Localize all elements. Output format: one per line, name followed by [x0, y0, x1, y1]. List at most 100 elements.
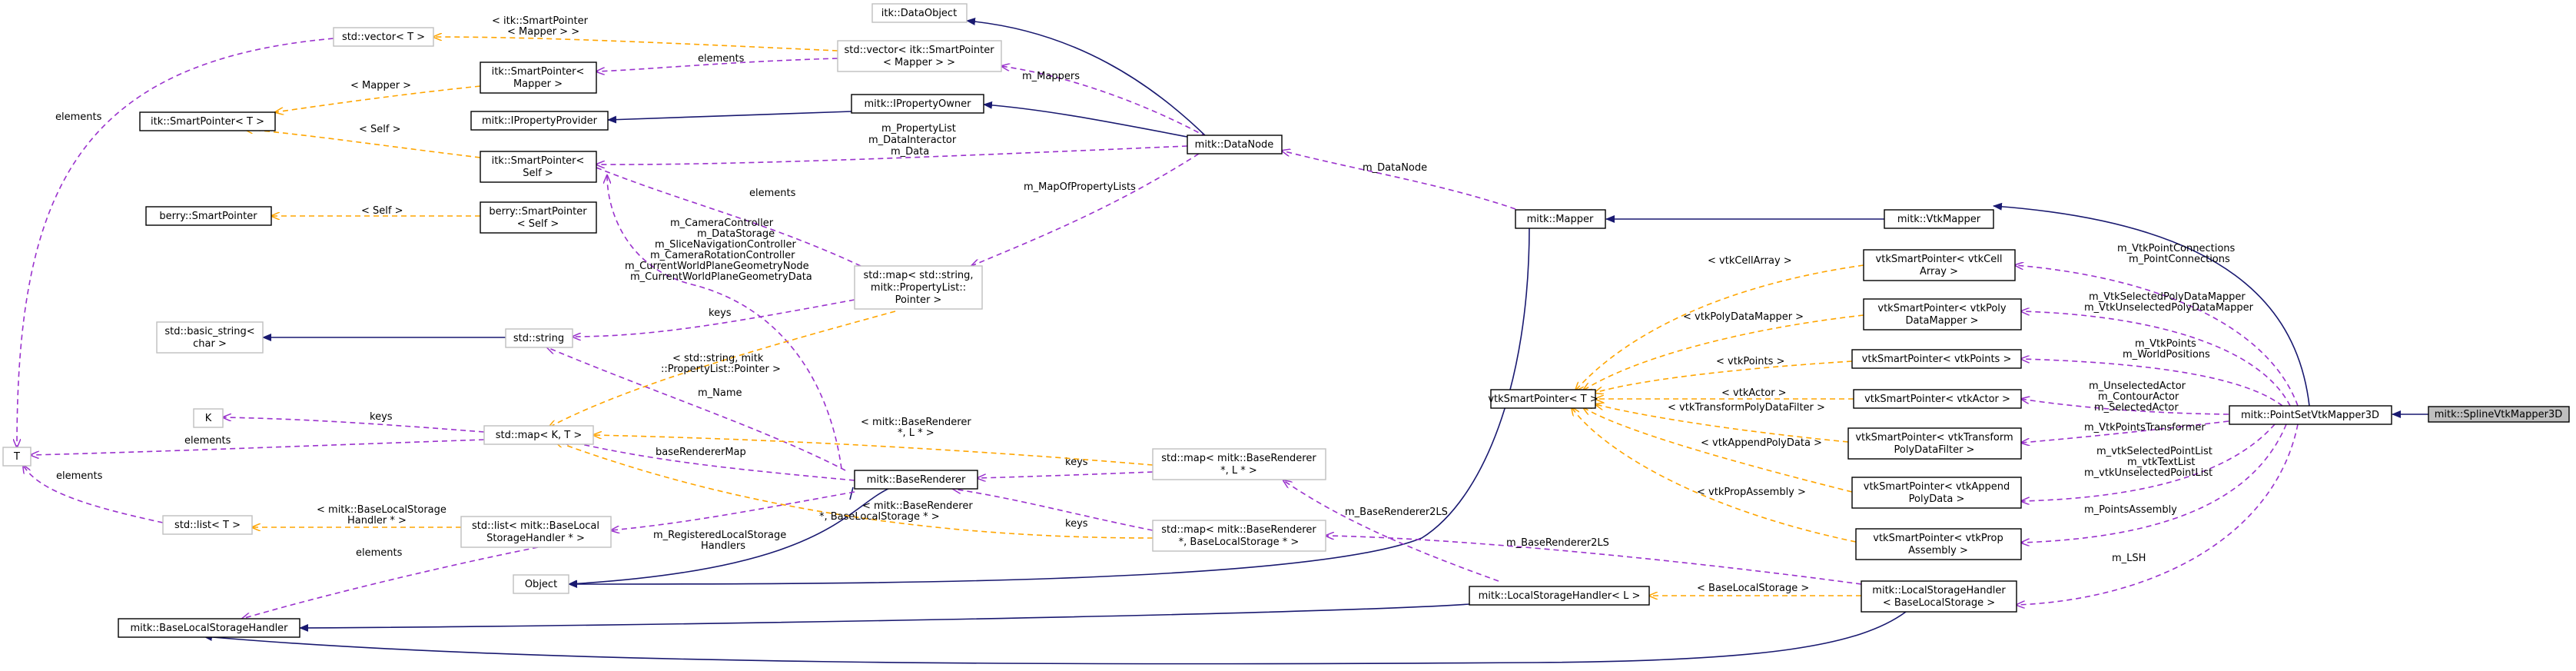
svg-text:mitk::SplineVtkMapper3D: mitk::SplineVtkMapper3D	[2435, 409, 2562, 420]
node-berry-smart-pointer-self[interactable]: berry::SmartPointer < Self >	[480, 201, 597, 234]
node-std-list-base-lsh[interactable]: std::list< mitk::BaseLocal StorageHandle…	[460, 516, 612, 548]
usage-edge-pointset-vtkAppend: m_vtkSelectedPointList m_vtkTextList m_v…	[2021, 424, 2276, 501]
node-itk-smart-pointer-self[interactable]: itk::SmartPointer< Self >	[480, 151, 597, 183]
svg-text:itk::SmartPointer<: itk::SmartPointer<	[492, 66, 585, 78]
node-local-storage-handler-bls[interactable]: mitk::LocalStorageHandler < BaseLocalSto…	[1861, 580, 2017, 613]
edge-label-base-renderer-2ls-2: m_BaseRenderer2LS	[1506, 537, 1609, 549]
svg-text:vtkSmartPointer< vtkProp: vtkSmartPointer< vtkProp	[1873, 533, 2003, 544]
template-edge-mapBRBLS-stdmap: < mitk::BaseRenderer *, BaseLocalStorage…	[555, 441, 1154, 539]
inherit-edge-ipropertyowner-ipropertyprovider	[607, 111, 852, 124]
template-edge-vtkActor-vtkSPT: < vtkActor >	[1595, 387, 1854, 399]
svg-text:std::map< K, T >: std::map< K, T >	[496, 430, 583, 441]
node-i-property-owner[interactable]: mitk::IPropertyOwner	[851, 94, 984, 114]
svg-text:Object: Object	[525, 579, 557, 590]
svg-text:mitk::DataNode: mitk::DataNode	[1195, 139, 1274, 151]
node-base-local-storage-handler[interactable]: mitk::BaseLocalStorageHandler	[118, 618, 300, 638]
template-edge-vtkCellArray-vtkSPT: < vtkCellArray >	[1575, 255, 1864, 390]
node-t[interactable]: T	[2, 447, 32, 467]
node-std-list-t[interactable]: std::list< T >	[162, 515, 253, 535]
node-vtk-sp-points[interactable]: vtkSmartPointer< vtkPoints >	[1851, 349, 2022, 369]
edge-label-m-lsh: m_LSH	[2112, 553, 2146, 564]
inherit-edge-lshBLS-baselsh	[203, 611, 1907, 665]
usage-edge-pointset-vtkTransform: m_VtkPointsTransformer	[2021, 420, 2229, 443]
svg-text:vtkSmartPointer< vtkCell: vtkSmartPointer< vtkCell	[1876, 254, 2003, 265]
node-spline-vtk-mapper-3d[interactable]: mitk::SplineVtkMapper3D	[2428, 406, 2570, 423]
node-point-set-vtk-mapper-3d[interactable]: mitk::PointSetVtkMapper3D	[2229, 405, 2392, 425]
node-itk-smart-pointer-t[interactable]: itk::SmartPointer< T >	[139, 111, 276, 131]
edge-label-actors: m_UnselectedActor m_ContourActor m_Selec…	[2089, 380, 2189, 414]
edge-label-self-tpl-2: < Self >	[361, 205, 403, 217]
svg-text:Assembly >: Assembly >	[1908, 545, 1968, 556]
edge-label-keys-brbls: keys	[1065, 518, 1088, 530]
node-std-vector-itk-sp-mapper[interactable]: std::vector< itk::SmartPointer < Mapper …	[837, 40, 1002, 72]
template-edge-mapBRL-stdmap: < mitk::BaseRenderer *, L * >	[593, 417, 1154, 466]
usage-edge-pointset-lshBLS: m_LSH	[2017, 424, 2299, 605]
node-std-map-k-t[interactable]: std::map< K, T >	[483, 425, 594, 445]
edge-label-m-datanode: m_DataNode	[1363, 162, 1427, 174]
svg-text:PolyData >: PolyData >	[1909, 493, 1965, 505]
edge-label-elements-vec: elements	[698, 53, 745, 65]
edge-label-map-of-property-lists: m_MapOfPropertyLists	[1024, 181, 1136, 193]
edge-label-vtk-prop-tpl: < vtkPropAssembly >	[1697, 487, 1806, 498]
usage-edge-vectorT-T: elements	[17, 38, 334, 447]
node-itk-smart-pointer-mapper[interactable]: itk::SmartPointer< Mapper >	[480, 61, 597, 94]
svg-text:Pointer >: Pointer >	[895, 294, 942, 306]
node-vtk-sp-actor[interactable]: vtkSmartPointer< vtkActor >	[1853, 389, 2022, 409]
node-std-vector-t[interactable]: std::vector< T >	[333, 27, 434, 47]
edge-label-mitk-brbls: < mitk::BaseRenderer *, BaseLocalStorage…	[819, 500, 976, 523]
svg-text:std::basic_string<: std::basic_string<	[164, 326, 254, 337]
node-vtk-sp-cell-array[interactable]: vtkSmartPointer< vtkCell Array >	[1863, 249, 2016, 281]
usage-edge-baserenderer-stdstring: m_Name	[547, 347, 846, 471]
svg-text:K: K	[205, 413, 212, 424]
node-k[interactable]: K	[193, 408, 224, 428]
svg-text:std::list< T >: std::list< T >	[174, 520, 241, 531]
node-vtk-sp-transform[interactable]: vtkSmartPointer< vtkTransform PolyDataFi…	[1847, 427, 2022, 460]
node-vtk-mapper[interactable]: mitk::VtkMapper	[1884, 209, 1994, 229]
node-std-map-base-renderer-bls[interactable]: std::map< mitk::BaseRenderer *, BaseLoca…	[1152, 520, 1326, 552]
node-mapper[interactable]: mitk::Mapper	[1515, 209, 1606, 229]
usage-edge-pointset-vtkActor: m_UnselectedActor m_ContourActor m_Selec…	[2021, 380, 2229, 415]
node-std-string[interactable]: std::string	[505, 328, 573, 348]
svg-text:itk::DataObject: itk::DataObject	[881, 8, 957, 19]
node-vtk-sp-append-poly-data[interactable]: vtkSmartPointer< vtkAppend PolyData >	[1851, 477, 2022, 509]
node-vtk-sp-poly-data-mapper[interactable]: vtkSmartPointer< vtkPoly DataMapper >	[1863, 298, 2022, 331]
inherit-edge-pointset-vtkmapper	[1993, 202, 2310, 407]
node-vtk-smart-pointer-t[interactable]: vtkSmartPointer< T >	[1488, 389, 1598, 409]
node-base-renderer[interactable]: mitk::BaseRenderer	[854, 470, 978, 490]
edge-label-elements-t2: elements	[184, 435, 231, 447]
edge-label-elements-t1: elements	[55, 111, 102, 123]
svg-text:Array >: Array >	[1920, 266, 1958, 277]
edge-label-transform: m_VtkPointsTransformer	[2084, 422, 2206, 433]
svg-text:mitk::LocalStorageHandler: mitk::LocalStorageHandler	[1872, 585, 2006, 596]
edge-label-property-list: m_PropertyList m_DataInteractor m_Data	[868, 123, 959, 158]
node-berry-smart-pointer[interactable]: berry::SmartPointer	[145, 206, 272, 226]
usage-edge-propmap-itkSPSelf: elements	[596, 167, 861, 267]
usage-edge-baserenderer-stdmap: baseRendererMap	[561, 440, 855, 481]
template-edge-berrySPSelf-berrySP: < Self >	[271, 205, 480, 217]
usage-edge-pointset-vtkCellArray: m_VtkPointConnections m_PointConnections	[2015, 243, 2299, 407]
edge-label-registered-lsh: m_RegisteredLocalStorage Handlers	[653, 530, 789, 552]
edge-label-vtk-append-tpl: < vtkAppendPolyData >	[1701, 437, 1822, 449]
node-std-basic-string[interactable]: std::basic_string< char >	[156, 321, 264, 354]
node-data-node[interactable]: mitk::DataNode	[1187, 135, 1283, 154]
node-data-object[interactable]: itk::DataObject	[871, 3, 968, 23]
svg-text:vtkSmartPointer< vtkPoints >: vtkSmartPointer< vtkPoints >	[1862, 354, 2012, 365]
node-vtk-sp-prop-assembly[interactable]: vtkSmartPointer< vtkProp Assembly >	[1855, 528, 2022, 560]
node-std-map-base-renderer-l[interactable]: std::map< mitk::BaseRenderer *, L * >	[1152, 448, 1326, 480]
node-std-map-property-list[interactable]: std::map< std::string, mitk::PropertyLis…	[854, 265, 983, 310]
svg-text:*, L * >: *, L * >	[1220, 465, 1257, 477]
svg-text:Mapper >: Mapper >	[513, 78, 563, 90]
edge-label-mitk-brl: < mitk::BaseRenderer *, L * >	[861, 417, 974, 439]
usage-edge-datanode-propmap: m_MapOfPropertyLists	[971, 153, 1200, 266]
edge-label-vtk-points: m_VtkPoints m_WorldPositions	[2123, 338, 2210, 360]
edge-label-keys-brl: keys	[1065, 457, 1088, 468]
node-i-property-provider[interactable]: mitk::IPropertyProvider	[470, 111, 609, 131]
node-local-storage-handler-l[interactable]: mitk::LocalStorageHandler< L >	[1469, 586, 1650, 606]
node-object[interactable]: Object	[513, 574, 569, 594]
svg-text:< BaseLocalStorage >: < BaseLocalStorage >	[1883, 597, 1995, 609]
edge-label-point-connections: m_VtkPointConnections m_PointConnections	[2117, 243, 2238, 265]
svg-text:mitk::PointSetVtkMapper3D: mitk::PointSetVtkMapper3D	[2241, 410, 2379, 421]
template-edge-lshBLS-lshL: < BaseLocalStorage >	[1649, 583, 1861, 596]
svg-text:berry::SmartPointer: berry::SmartPointer	[159, 211, 257, 222]
edge-label-elements-list: elements	[56, 470, 103, 482]
